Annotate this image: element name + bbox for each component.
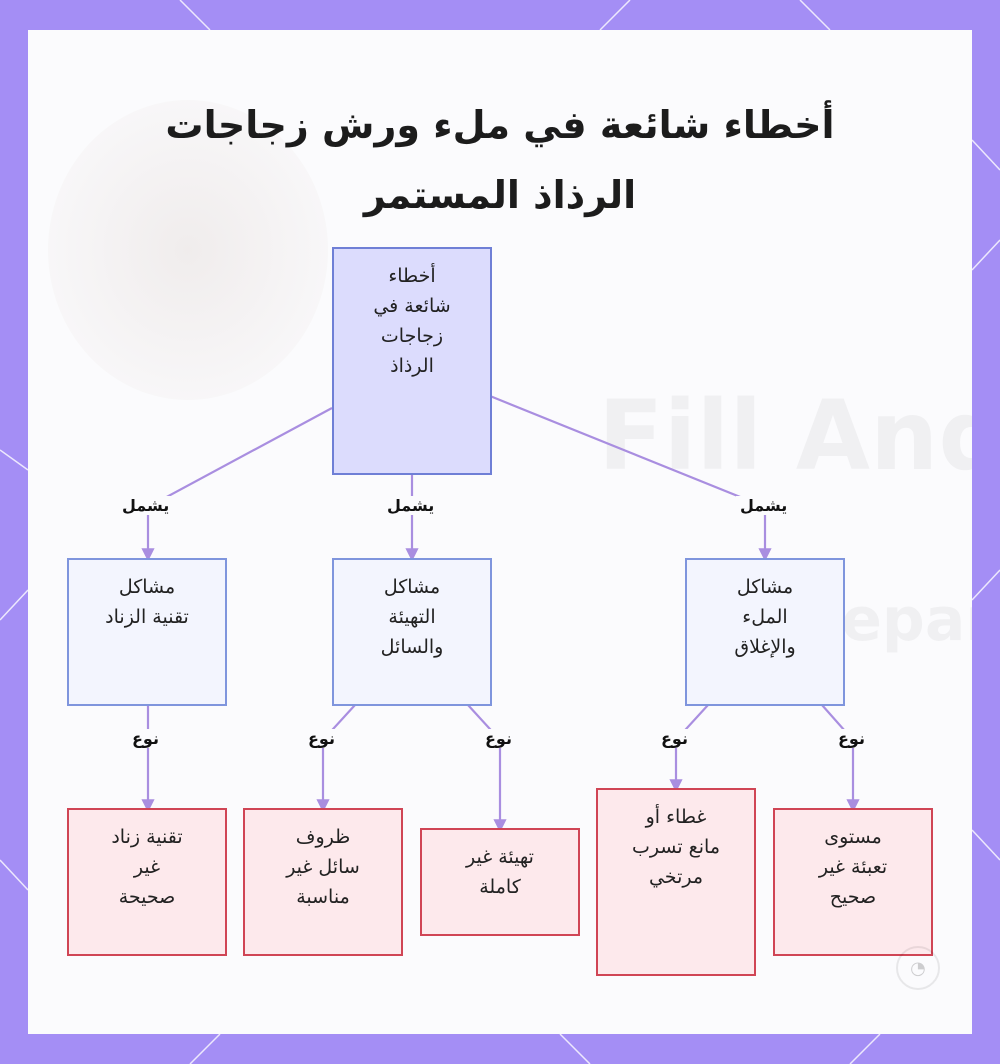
leaf-line: غير [133,856,161,878]
leaf-line: ظروف [295,826,351,848]
leaf-line: سائل غير [286,856,360,878]
category-line: مشاكل [736,576,794,598]
edge-label-includes: يشمل [736,496,792,515]
leaf-line: تقنية زناد [111,826,183,848]
leaf-line: كاملة [479,876,521,898]
edge-label-includes: يشمل [118,496,174,515]
root-line: زجاجات [380,325,444,347]
title-line-1: أخطاء شائعة في ملء ورش زجاجات [165,103,835,147]
edge-label-type: نوع [657,729,692,748]
edge-prep-liquid [316,704,356,813]
root-line: أخطاء [388,265,436,287]
leaf-loose-cap: غطاء أو مانع تسرب مرتخي [596,788,756,976]
root-node: أخطاء شائعة في زجاجات الرذاذ [332,247,492,475]
category-line: مشاكل [383,576,441,598]
leaf-line: غطاء أو [645,806,707,828]
root-line: الرذاذ [390,355,434,377]
leaf-line: مرتخي [648,866,704,888]
category-fill-seal-issues: مشاكل الملء والإغلاق [685,558,845,706]
leaf-line: مانع تسرب [632,836,721,858]
brand-logo-icon: ◔ [896,946,940,990]
leaf-line: تعبئة غير [818,856,888,878]
background-blob [48,100,328,400]
category-line: الملء [742,606,788,628]
diagram-title: أخطاء شائعة في ملء ورش زجاجات الرذاذ الم… [0,90,1000,230]
edge-fill-level [821,704,860,813]
leaf-line: تهيئة غير [466,846,534,868]
edge-label-type: نوع [304,729,339,748]
leaf-fill-level: مستوى تعبئة غير صحيح [773,808,933,956]
leaf-line: صحيح [829,886,877,908]
edge-label-includes: يشمل [383,496,439,515]
leaf-line: صحيحة [118,886,176,908]
category-trigger-issues: مشاكل تقنية الزناد [67,558,227,706]
leaf-liquid-conditions: ظروف سائل غير مناسبة [243,808,403,956]
edge-label-type: نوع [481,729,516,748]
category-line: تقنية الزناد [105,606,189,628]
edge-prep-incomplete [467,704,507,833]
edge-root-trigger [141,407,333,562]
watermark-text: Fill And U [598,380,972,492]
root-line: شائعة في [373,295,451,317]
category-prep-liquid-issues: مشاكل التهيئة والسائل [332,558,492,706]
leaf-line: مناسبة [296,886,350,908]
edge-label-type: نوع [128,729,163,748]
category-line: والإغلاق [734,636,796,658]
category-line: التهيئة [388,606,436,628]
leaf-line: مستوى [824,826,882,848]
category-line: مشاكل [118,576,176,598]
leaf-trigger-technique: تقنية زناد غير صحيحة [67,808,227,956]
edge-label-type: نوع [834,729,869,748]
title-line-2: الرذاذ المستمر [363,173,637,217]
edge-root-fill [489,394,772,562]
category-line: والسائل [380,636,444,658]
leaf-incomplete-prep: تهيئة غير كاملة [420,828,580,936]
